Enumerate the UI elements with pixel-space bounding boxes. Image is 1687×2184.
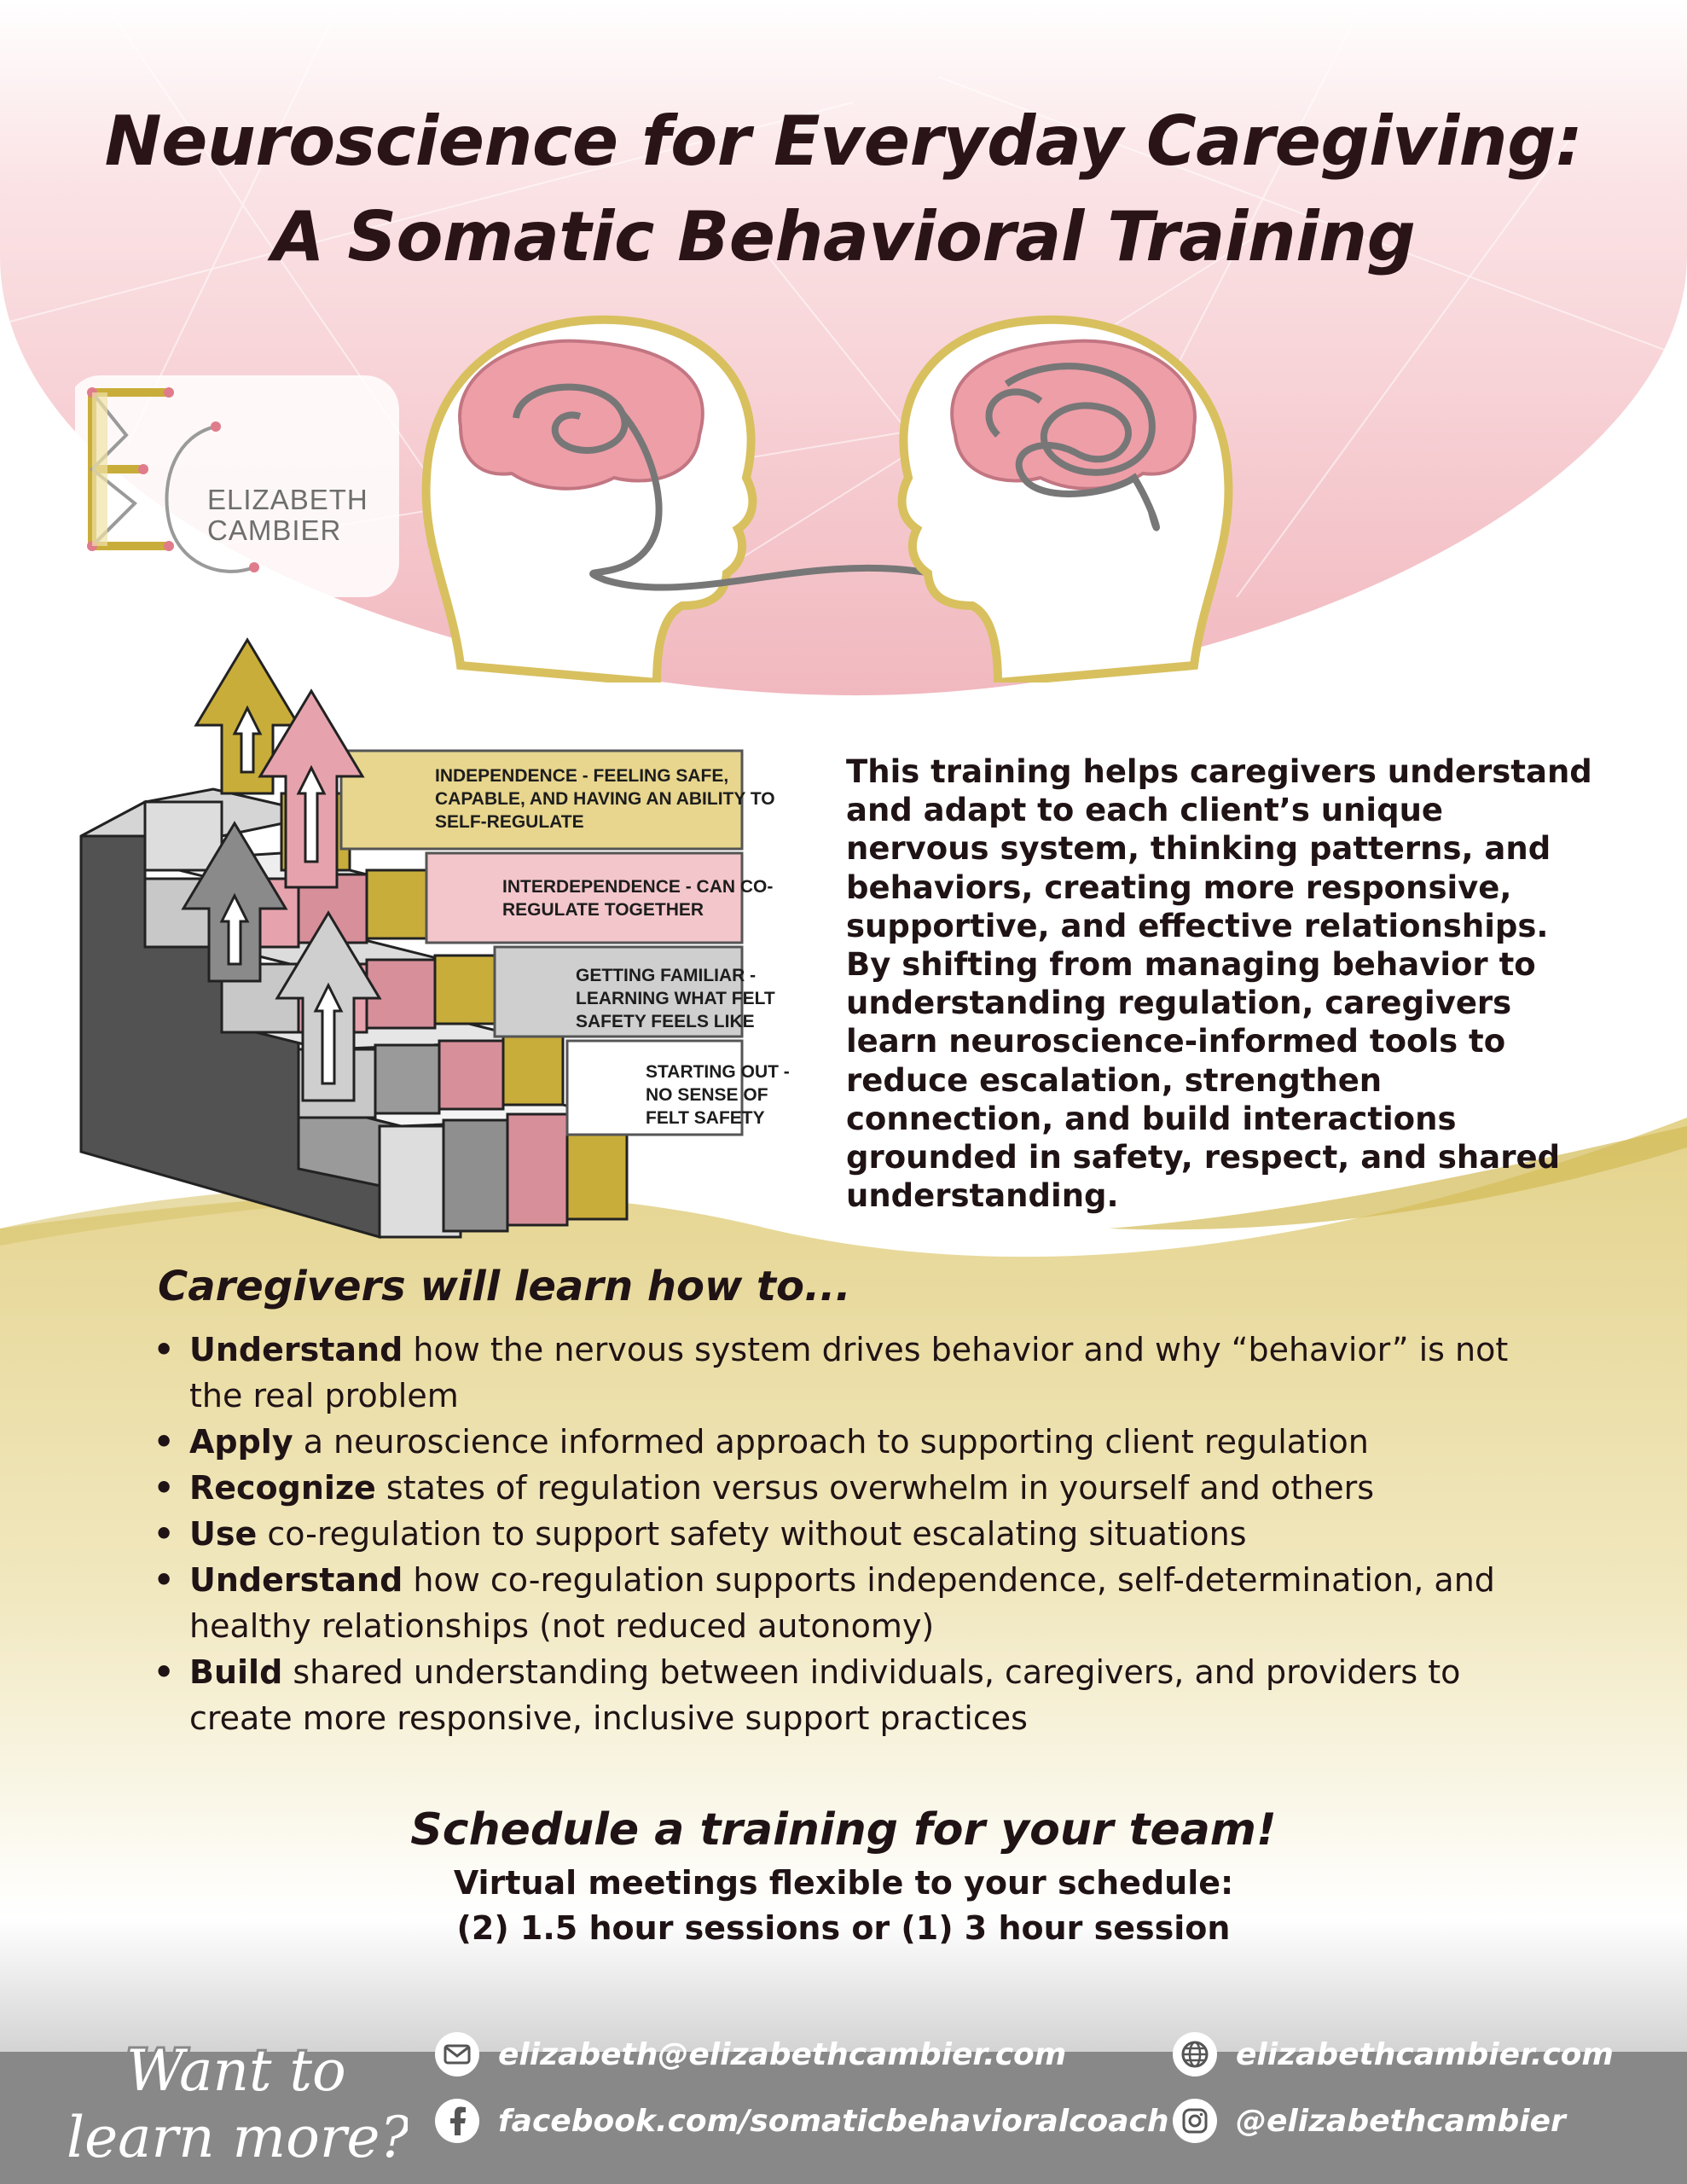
instagram-text: @elizabethcambier [1236, 2103, 1566, 2139]
instagram-icon [1173, 2099, 1217, 2143]
bullet-keyword: Build [189, 1653, 283, 1691]
want-line-1: Want to [126, 2038, 346, 2104]
training-description: This training helps caregivers understan… [846, 753, 1592, 1215]
step-label-interdependence: INTERDEPENDENCE - CAN CO-REGULATE TOGETH… [502, 877, 774, 920]
list-item: •Understand how co-regulation supports i… [154, 1561, 1495, 1645]
logo-name: ELIZABETH CAMBIER [207, 485, 368, 546]
bullet-text: a neuroscience informed approach to supp… [293, 1423, 1369, 1461]
bullet-keyword: Understand [189, 1331, 403, 1368]
list-item: •Use co-regulation to support safety wit… [154, 1515, 1247, 1553]
logo-last-name: CAMBIER [207, 514, 342, 546]
step-box-interdependence [425, 851, 744, 944]
mail-icon [435, 2032, 479, 2077]
logo-first-name: ELIZABETH [207, 484, 368, 515]
bullet-text: co-regulation to support safety without … [257, 1515, 1247, 1553]
bullet-keyword: Use [189, 1515, 258, 1553]
cta-headline: Schedule a training for your team! [410, 1804, 1277, 1856]
bullet-keyword: Apply [189, 1423, 293, 1461]
step-label-starting: STARTING OUT - NO SENSE OF FELT SAFETY [646, 1062, 790, 1128]
facebook-text: facebook.com/somaticbehavioralcoach [498, 2103, 1169, 2139]
email-link[interactable]: elizabeth@elizabethcambier.com [435, 2032, 1066, 2077]
title-line-2: A Somatic Behavioral Training [271, 197, 1416, 276]
step-label-independence: INDEPENDENCE - FEELING SAFE, CAPABLE, AN… [435, 766, 775, 832]
bullet-text: how the nervous system drives behavior a… [189, 1331, 1509, 1414]
facebook-icon [435, 2099, 479, 2143]
website-text: elizabethcambier.com [1236, 2036, 1614, 2072]
list-item: •Build shared understanding between indi… [154, 1653, 1461, 1737]
bullet-text: states of regulation versus overwhelm in… [375, 1469, 1374, 1507]
learn-bullet-list: •Understand how the nervous system drive… [154, 1327, 1569, 1741]
bullet-text: shared understanding between individuals… [189, 1653, 1461, 1737]
logo-monogram-icon [67, 375, 399, 597]
logo: ELIZABETH CAMBIER [67, 375, 399, 597]
bullet-text: how co-regulation supports independence,… [189, 1561, 1495, 1645]
instagram-link[interactable]: @elizabethcambier [1173, 2099, 1566, 2143]
arrow-up-icon [181, 821, 288, 983]
staircase-illustration [79, 637, 744, 1239]
want-to-learn-more: Want to learn more? [67, 2036, 408, 2173]
learn-heading: Caregivers will learn how to... [158, 1263, 851, 1310]
page-title: Neuroscience for Everyday Caregiving: A … [0, 94, 1687, 285]
bullet-keyword: Understand [189, 1561, 403, 1599]
bullet-keyword: Recognize [189, 1469, 376, 1507]
footer-band [0, 2052, 1687, 2184]
globe-icon [1173, 2032, 1217, 2077]
list-item: •Understand how the nervous system drive… [154, 1331, 1509, 1414]
cta-line-1: Virtual meetings flexible to your schedu… [453, 1864, 1234, 1902]
list-item: •Apply a neuroscience informed approach … [154, 1423, 1369, 1461]
title-line-1: Neuroscience for Everyday Caregiving: [104, 102, 1583, 181]
cta-line-2: (2) 1.5 hour sessions or (1) 3 hour sess… [456, 1909, 1231, 1947]
brain-tangle [985, 363, 1160, 531]
step-label-familiar: GETTING FAMILIAR - LEARNING WHAT FELT SA… [576, 966, 775, 1031]
arrow-up-icon [258, 688, 365, 889]
website-link[interactable]: elizabethcambier.com [1173, 2032, 1614, 2077]
heads-illustration [421, 315, 1233, 682]
step-box-starting [565, 1039, 744, 1136]
facebook-link[interactable]: facebook.com/somaticbehavioralcoach [435, 2099, 1169, 2143]
step-box-independence [339, 749, 744, 851]
brain-icon-left [458, 339, 704, 491]
arrow-up-icon [275, 910, 382, 1102]
email-text: elizabeth@elizabethcambier.com [498, 2036, 1067, 2072]
want-line-2: learn more? [67, 2105, 408, 2170]
list-item: •Recognize states of regulation versus o… [154, 1469, 1374, 1507]
step-box-familiar [493, 945, 744, 1038]
